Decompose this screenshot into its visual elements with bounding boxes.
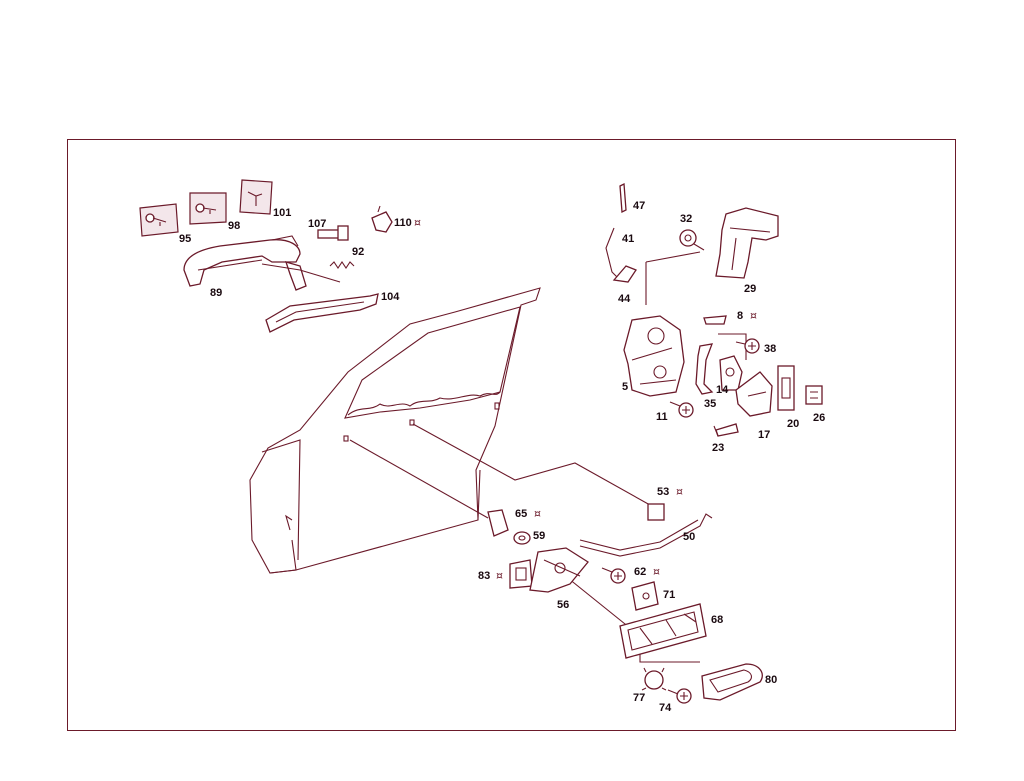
label-71: 71 bbox=[663, 589, 675, 601]
label-56: 56 bbox=[557, 599, 569, 611]
screw-74 bbox=[667, 688, 692, 704]
spring-92 bbox=[329, 261, 355, 269]
pad-83 bbox=[509, 559, 533, 589]
lock-cover-29 bbox=[715, 207, 779, 279]
cover-80 bbox=[701, 663, 763, 701]
shim-20 bbox=[777, 365, 795, 411]
label-41: 41 bbox=[622, 233, 634, 245]
screw-23 bbox=[713, 423, 739, 437]
label-11: 11 bbox=[656, 411, 668, 423]
screw-11 bbox=[669, 401, 694, 418]
lock-cover-plate-98 bbox=[189, 192, 227, 225]
marker-62: ¤ bbox=[653, 565, 660, 578]
retainer-77 bbox=[641, 667, 667, 691]
handle-bezel-68 bbox=[619, 603, 707, 659]
label-35: 35 bbox=[704, 398, 716, 410]
rod-41 bbox=[605, 227, 621, 281]
bracket-35 bbox=[695, 343, 714, 395]
label-32: 32 bbox=[680, 213, 692, 225]
label-95: 95 bbox=[179, 233, 191, 245]
diagram-frame bbox=[67, 139, 956, 731]
label-104: 104 bbox=[381, 291, 400, 303]
marker-53: ¤ bbox=[676, 485, 683, 498]
label-29: 29 bbox=[744, 283, 756, 295]
marker-83: ¤ bbox=[496, 569, 503, 582]
label-17: 17 bbox=[758, 429, 770, 441]
label-5: 5 bbox=[622, 381, 628, 393]
screw-62 bbox=[601, 567, 626, 584]
striker-17 bbox=[735, 371, 773, 417]
rod-50 bbox=[579, 513, 713, 557]
label-74: 74 bbox=[659, 702, 672, 714]
grommet-32 bbox=[679, 229, 705, 251]
label-38: 38 bbox=[764, 343, 776, 355]
label-44: 44 bbox=[618, 293, 631, 305]
label-110: 110 bbox=[394, 217, 412, 229]
label-80: 80 bbox=[765, 674, 777, 686]
door-panel bbox=[249, 287, 541, 574]
handle-housing-89 bbox=[183, 235, 341, 291]
clip-110 bbox=[371, 205, 393, 233]
label-50: 50 bbox=[683, 531, 695, 543]
rod-47 bbox=[619, 182, 627, 214]
screw-8 bbox=[703, 315, 727, 325]
label-26: 26 bbox=[813, 412, 825, 424]
door-lock-5 bbox=[623, 315, 685, 397]
part-labels: 95 98 101 107 110 ¤ 92 89 104 47 41 44 3… bbox=[179, 200, 825, 714]
marker-110: ¤ bbox=[414, 216, 421, 229]
part-14 bbox=[719, 355, 743, 391]
label-53: 53 bbox=[657, 486, 669, 498]
label-59: 59 bbox=[533, 530, 545, 542]
plate-26 bbox=[805, 385, 823, 405]
bolt-107 bbox=[317, 225, 349, 241]
bracket-56 bbox=[529, 547, 589, 593]
washer-59 bbox=[513, 531, 531, 545]
label-8: 8 bbox=[737, 310, 743, 322]
label-68: 68 bbox=[711, 614, 723, 626]
leader-lines bbox=[349, 251, 747, 663]
label-47: 47 bbox=[633, 200, 645, 212]
label-83: 83 bbox=[478, 570, 490, 582]
marker-65: ¤ bbox=[534, 507, 541, 520]
label-89: 89 bbox=[210, 287, 222, 299]
lock-cover-plate-95 bbox=[139, 203, 179, 237]
screw-38 bbox=[735, 338, 760, 354]
label-65: 65 bbox=[515, 508, 527, 520]
label-92: 92 bbox=[352, 246, 364, 258]
clip-53 bbox=[647, 503, 665, 521]
lock-cover-plate-101 bbox=[239, 179, 273, 215]
label-98: 98 bbox=[228, 220, 240, 232]
label-62: 62 bbox=[634, 566, 646, 578]
clip-65 bbox=[487, 509, 509, 537]
block-71 bbox=[631, 581, 659, 611]
label-20: 20 bbox=[787, 418, 799, 430]
label-101: 101 bbox=[273, 207, 291, 219]
label-107: 107 bbox=[308, 218, 326, 230]
marker-8: ¤ bbox=[750, 309, 757, 322]
lever-44 bbox=[612, 265, 637, 283]
label-23: 23 bbox=[712, 442, 724, 454]
handle-gasket-104 bbox=[265, 293, 379, 333]
label-77: 77 bbox=[633, 692, 645, 704]
label-14: 14 bbox=[716, 384, 729, 396]
